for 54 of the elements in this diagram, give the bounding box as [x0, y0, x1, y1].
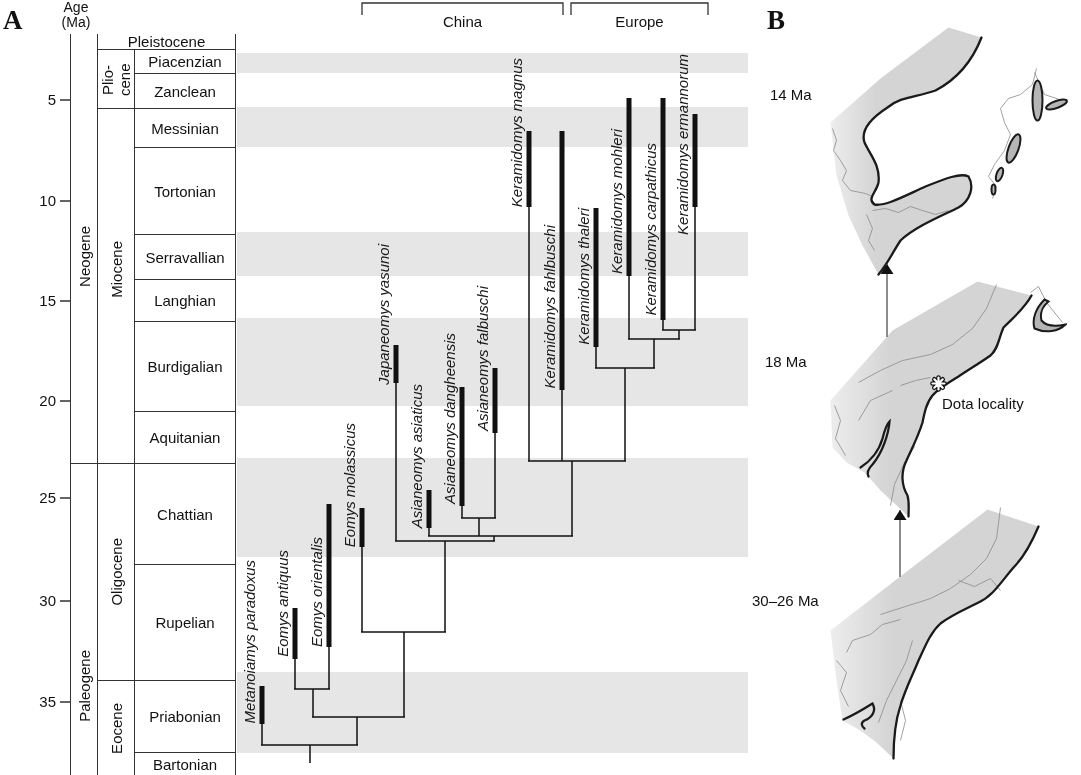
epoch-cell: Plio-cene: [97, 49, 134, 108]
taxon-label: Keramidomys magnus: [507, 57, 525, 207]
taxon-label: Japaneomys yasunoi: [374, 244, 392, 385]
taxon-label: Eomys orientalis: [307, 536, 325, 647]
arrow: [893, 509, 907, 578]
period-cell: Neogene: [70, 34, 97, 463]
panel-letter: B: [767, 8, 785, 32]
region-label: China: [442, 13, 483, 31]
taxon-label: Keramidomys fahlbuschi: [540, 224, 558, 388]
map: [828, 279, 1067, 518]
taxon-label: Eomys antiquus: [273, 550, 291, 657]
stage-cell: Burdigalian: [134, 321, 236, 411]
epoch-cell: Miocene: [97, 108, 134, 463]
tick-label: 10: [39, 192, 56, 210]
stage-cell: Messinian: [134, 108, 236, 147]
taxon-label: Eomys molassicus: [340, 422, 358, 547]
taxon-label: Keramidomys carpathicus: [641, 143, 659, 316]
map-age-label: 18 Ma: [765, 353, 807, 371]
region-label: Europe: [615, 13, 664, 31]
map: [828, 505, 1040, 760]
stage-cell: Priabonian: [134, 680, 236, 752]
period-cell: Paleogene: [70, 463, 97, 775]
stage-cell: Bartonian: [134, 752, 236, 775]
arrow: [880, 263, 894, 338]
taxon-label: Asianeomys falbuschi: [473, 285, 491, 431]
stage-cell: Chattian: [134, 463, 236, 564]
map-age-label: 30–26 Ma: [752, 592, 819, 610]
taxon-label: Keramidomys ermannorum: [673, 54, 691, 235]
stage-cell: Tortonian: [134, 147, 236, 234]
taxon-label: Asianeomys asiaticus: [407, 383, 425, 528]
map-age-label: 14 Ma: [770, 86, 812, 104]
taxon-label: Keramidomys thaleri: [574, 208, 592, 345]
taxon-label: Metanoiamys paradoxus: [240, 559, 258, 723]
locality-label: Dota locality: [942, 395, 1024, 413]
panel-letter: A: [3, 8, 23, 32]
tick-label: 30: [39, 592, 56, 610]
tick-label: 20: [39, 392, 56, 410]
stage-cell: Aquitanian: [134, 411, 236, 463]
stage-cell: Zanclean: [134, 73, 236, 108]
stage-cell: Langhian: [134, 279, 236, 321]
axis-title: Age (Ma): [60, 0, 92, 30]
epoch-cell: Pleistocene: [97, 34, 236, 49]
taxon-label: Keramidomys mohleri: [607, 128, 625, 274]
stage-cell: Piacenzian: [134, 49, 236, 73]
taxon-label: Asianeomys dangheensis: [440, 333, 458, 504]
tick-label: 15: [39, 292, 56, 310]
stage-cell: Serravallian: [134, 234, 236, 279]
tick-label: 25: [39, 489, 56, 507]
stage-cell: Rupelian: [134, 564, 236, 680]
epoch-cell: Oligocene: [97, 463, 134, 680]
tick-label: 35: [39, 693, 56, 711]
epoch-cell: Eocene: [97, 680, 134, 775]
map: [828, 25, 1070, 276]
tick-label: 5: [47, 91, 56, 109]
